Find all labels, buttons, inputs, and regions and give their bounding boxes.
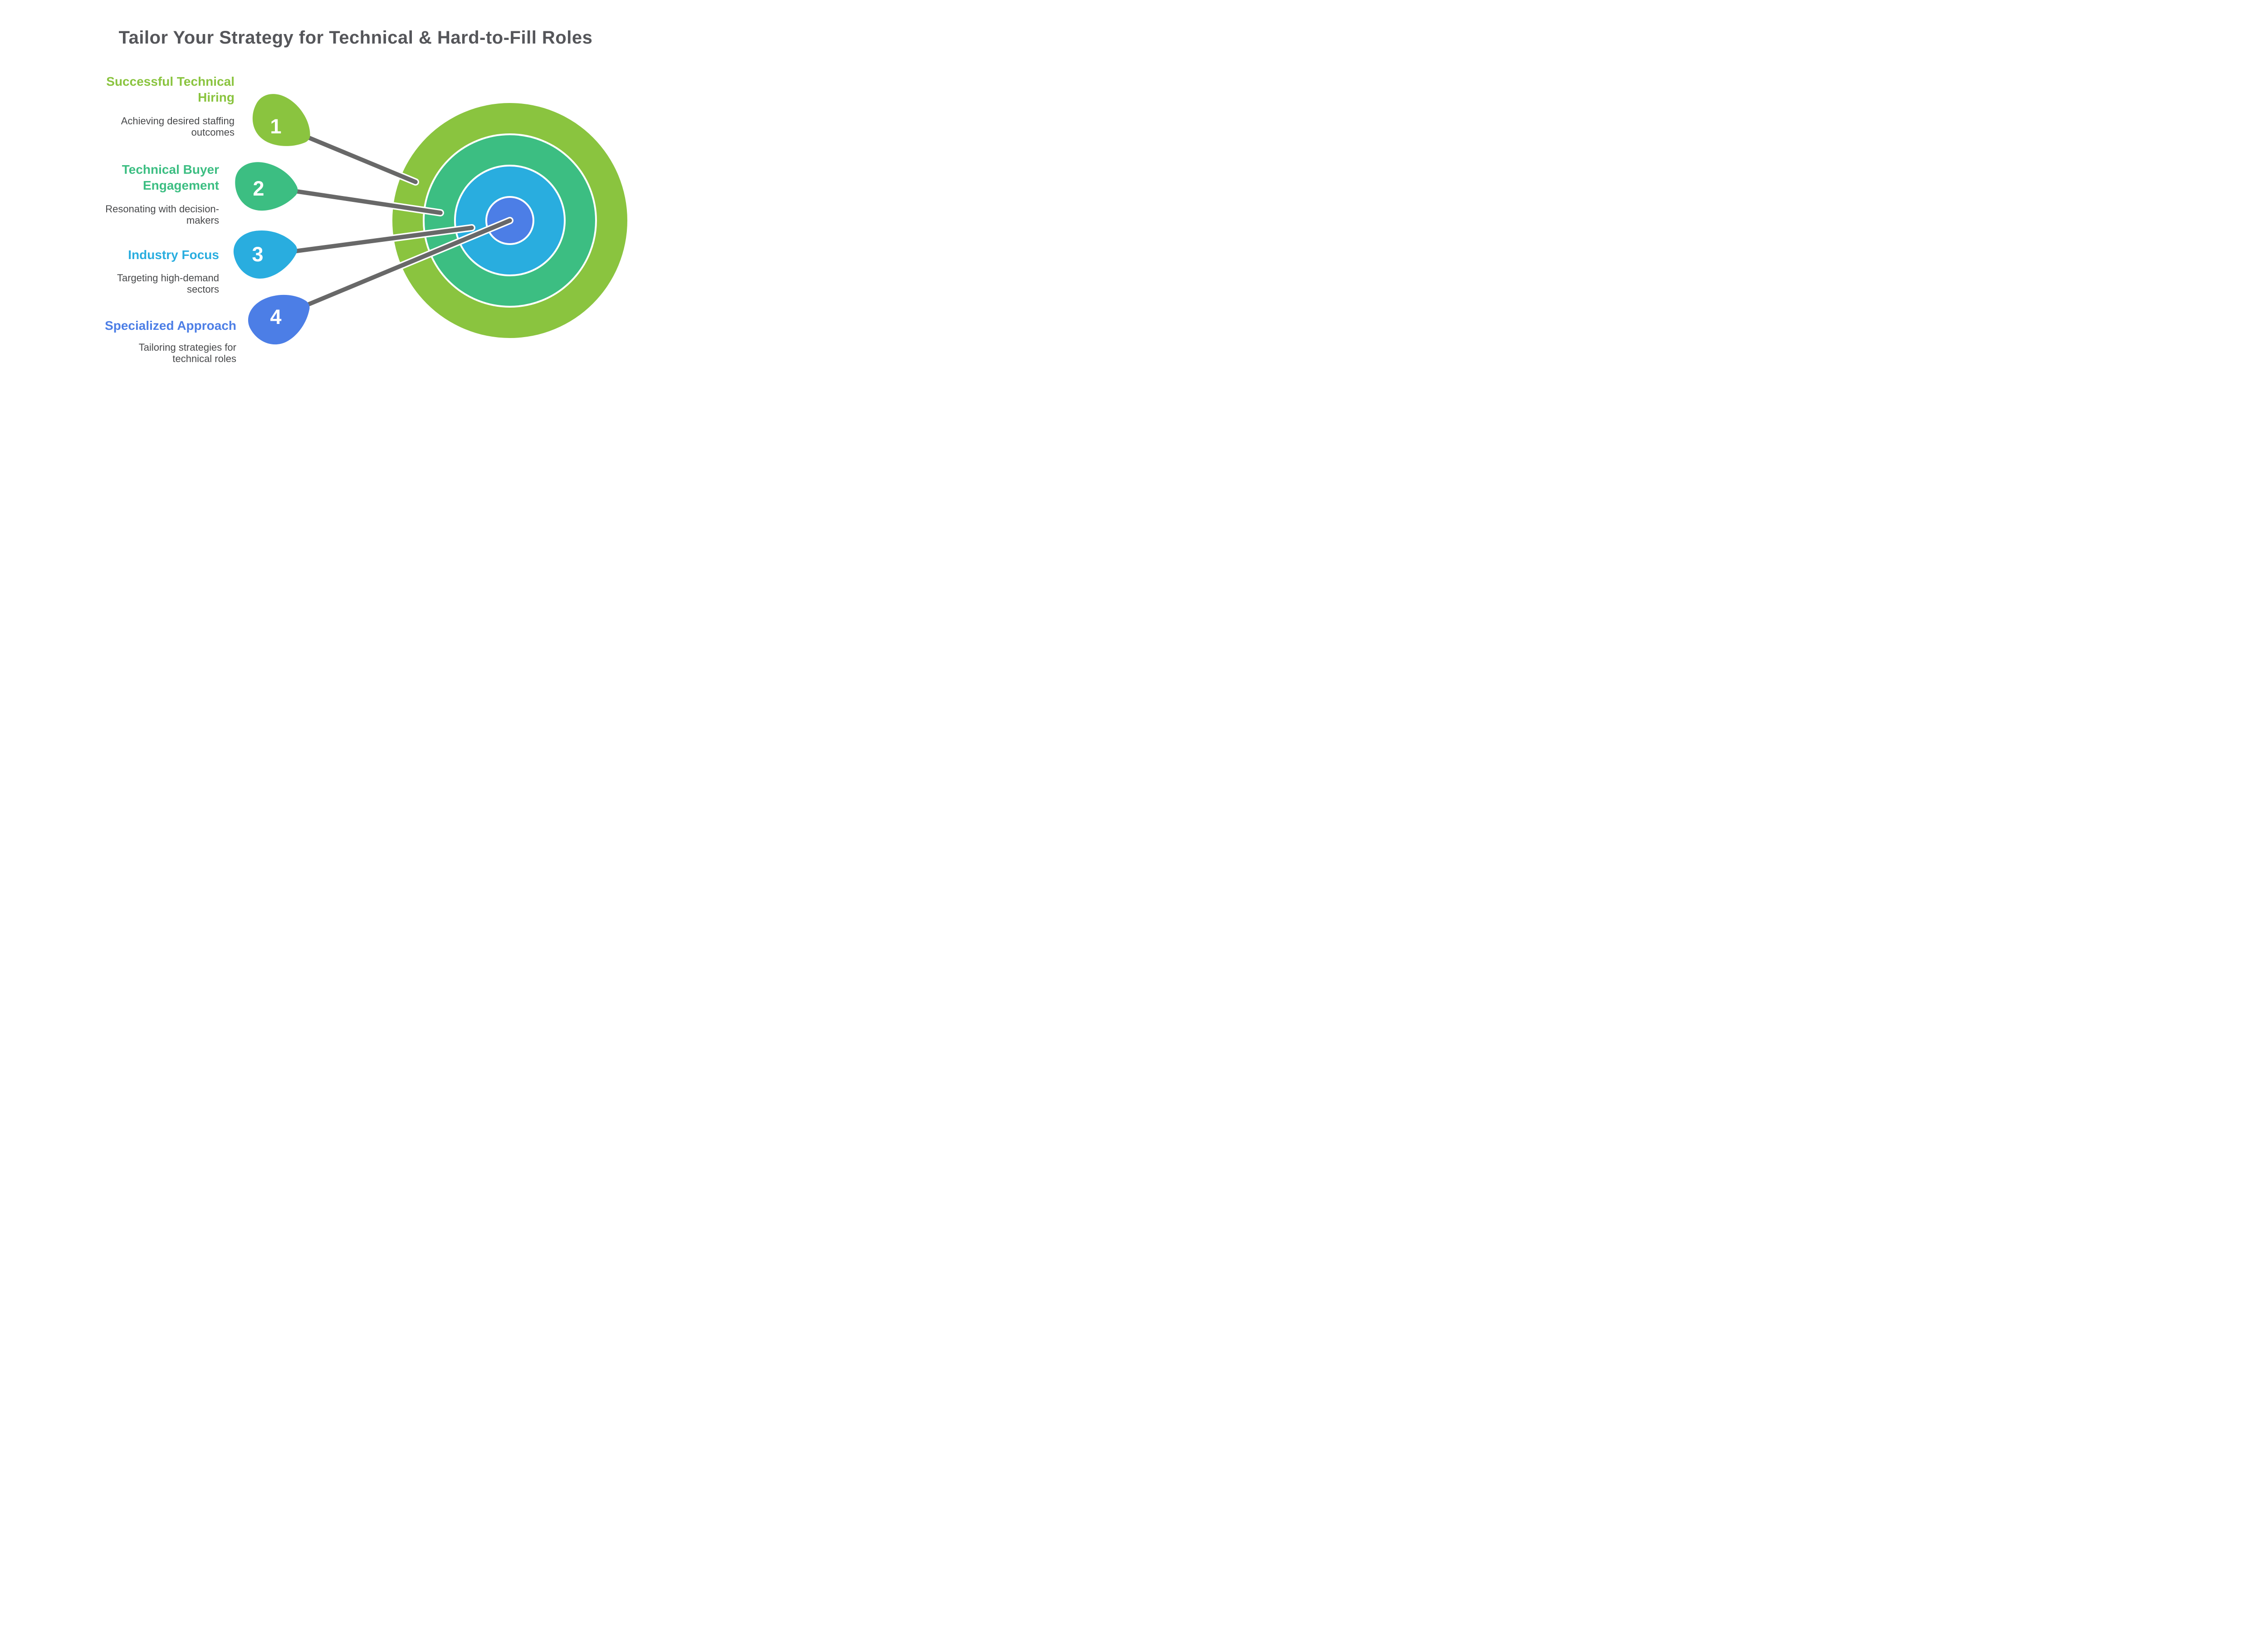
blob-4	[248, 294, 310, 345]
item-2-heading: Technical Buyer Engagement	[105, 162, 219, 193]
numbered-blobs: 1 2 3 4	[233, 94, 310, 345]
item-3-title-line-1: Industry Focus	[128, 248, 219, 262]
item-3-heading: Industry Focus	[117, 247, 219, 263]
blob-2	[235, 162, 298, 211]
item-4-desc-line-1: Tailoring strategies for	[138, 342, 236, 353]
blob-4-number: 4	[270, 305, 281, 328]
blob-3-number: 3	[252, 243, 263, 266]
page-title: Tailor Your Strategy for Technical & Har…	[118, 28, 593, 48]
item-1: Successful Technical Hiring Achieving de…	[106, 74, 235, 138]
dart-line-1	[302, 133, 418, 184]
item-2-title-line-1: Technical Buyer	[122, 162, 219, 176]
blob-1-number: 1	[270, 115, 281, 138]
item-1-title-line-2: Hiring	[198, 90, 235, 104]
blob-3	[233, 230, 297, 279]
item-2: Technical Buyer Engagement Resonating wi…	[105, 162, 219, 226]
item-3-desc-line-1: Targeting high-demand	[117, 272, 219, 284]
infographic-canvas: Tailor Your Strategy for Technical & Har…	[0, 0, 711, 400]
item-1-desc-line-2: outcomes	[191, 127, 235, 138]
item-1-title-line-1: Successful Technical	[106, 74, 235, 88]
item-2-desc: Resonating with decision- makers	[105, 203, 219, 226]
item-1-desc-line-1: Achieving desired staffing	[121, 115, 235, 127]
item-3-desc: Targeting high-demand sectors	[117, 272, 219, 295]
dart-lines	[290, 132, 513, 310]
item-2-desc-line-2: makers	[186, 215, 219, 226]
dart-line-3	[292, 225, 474, 254]
item-4: Specialized Approach Tailoring strategie…	[105, 318, 236, 364]
item-1-heading: Successful Technical Hiring	[106, 74, 235, 105]
item-3: Industry Focus Targeting high-demand sec…	[117, 247, 219, 295]
item-3-desc-line-2: sectors	[187, 284, 219, 295]
item-4-desc: Tailoring strategies for technical roles	[105, 342, 236, 364]
dart-line-2	[292, 189, 443, 215]
blob-2-number: 2	[253, 177, 264, 200]
target-diagram: 1 2 3 4	[233, 94, 627, 345]
item-4-desc-line-2: technical roles	[172, 353, 236, 364]
item-1-desc: Achieving desired staffing outcomes	[106, 115, 235, 138]
item-4-heading: Specialized Approach	[105, 318, 236, 333]
item-2-desc-line-1: Resonating with decision-	[105, 203, 219, 215]
item-2-title-line-2: Engagement	[142, 178, 219, 192]
blob-1	[252, 94, 310, 146]
dart-line-4	[302, 218, 512, 309]
item-4-title-line-1: Specialized Approach	[105, 319, 236, 333]
